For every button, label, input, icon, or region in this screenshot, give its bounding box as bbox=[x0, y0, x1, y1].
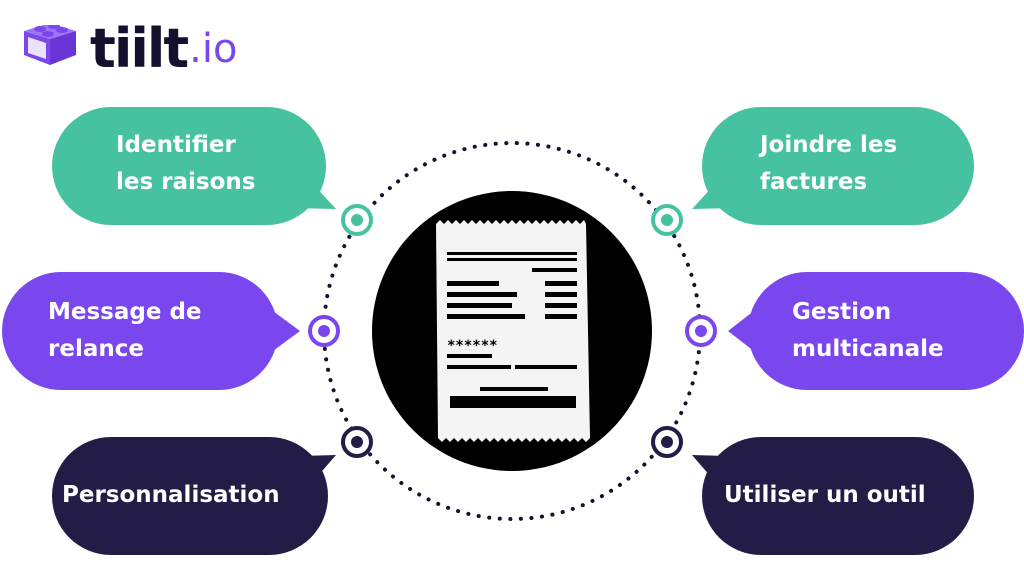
bubble-line: Personnalisation bbox=[62, 482, 280, 508]
bubble-line: Gestion bbox=[792, 299, 892, 325]
bubble-attach-invoices bbox=[692, 107, 974, 225]
brand-logo: tiilt .io bbox=[22, 14, 237, 84]
bubble-label-reminder-message: Message de relance bbox=[48, 294, 202, 368]
bubble-line: Identifier bbox=[116, 132, 236, 158]
bubble-label-multichannel: Gestion multicanale bbox=[792, 294, 944, 368]
lego-brick-icon bbox=[24, 25, 76, 65]
bubble-use-tool bbox=[692, 437, 974, 555]
receipt-icon: ****** bbox=[436, 220, 590, 442]
bubble-line: relance bbox=[48, 336, 144, 362]
bubble-label-attach-invoices: Joindre les factures bbox=[760, 127, 897, 201]
bubble-line: multicanale bbox=[792, 336, 944, 362]
bubble-label-identify-reasons: Identifier les raisons bbox=[116, 127, 255, 201]
receipt-asterisks: ****** bbox=[447, 338, 498, 354]
bubble-reminder-message bbox=[2, 272, 300, 390]
bubble-line: factures bbox=[760, 169, 868, 195]
bubble-line: Utiliser un outil bbox=[724, 482, 926, 508]
brand-tld: .io bbox=[189, 26, 238, 72]
bubble-identify-reasons bbox=[52, 107, 336, 225]
bubble-line: les raisons bbox=[116, 169, 256, 195]
bubble-personalization bbox=[52, 437, 336, 555]
bubble-line: Joindre les bbox=[760, 132, 898, 158]
receipt-paper bbox=[436, 220, 590, 442]
marker-multichannel bbox=[685, 315, 717, 347]
receipt-lines bbox=[447, 252, 577, 408]
bubble-line: Message de bbox=[48, 299, 202, 325]
marker-reminder-message bbox=[308, 315, 340, 347]
marker-use-tool bbox=[651, 426, 683, 458]
marker-identify-reasons bbox=[341, 204, 373, 236]
bubble-label-personalization: Personnalisation bbox=[62, 477, 280, 514]
bubble-multichannel bbox=[728, 272, 1024, 390]
bubble-label-use-tool: Utiliser un outil bbox=[724, 477, 926, 514]
marker-attach-invoices bbox=[651, 204, 683, 236]
marker-personalization bbox=[341, 426, 373, 458]
brand-name: tiilt bbox=[90, 17, 189, 80]
